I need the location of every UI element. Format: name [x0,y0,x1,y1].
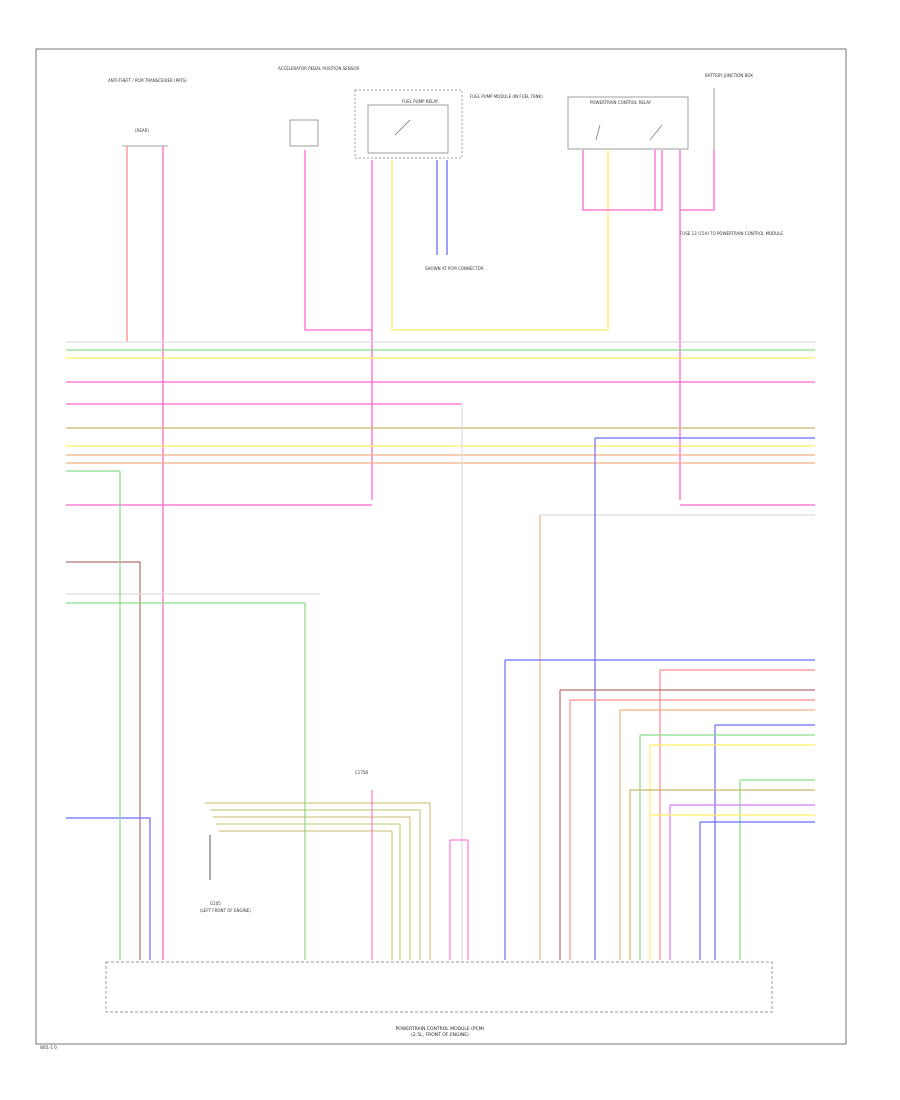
top-center-label: FUEL PUMP RELAY [402,99,439,104]
top-mid-label: ACCELERATOR PEDAL POSITION SENSOR [278,66,359,71]
battery-junction-box: BATTERY JUNCTION BOX [705,73,753,195]
diagram-frame [35,48,847,1045]
accelerator-sensor: ACCELERATOR PEDAL POSITION SENSOR [278,66,359,147]
top-far-right-label: BATTERY JUNCTION BOX [705,73,753,78]
right-feeds [119,404,815,960]
page-code: W01-1 0 [40,1045,57,1050]
top-wires [126,146,715,960]
ground-label: G105 [210,901,221,906]
top-right-label: POWERTRAIN CONTROL RELAY [590,100,652,105]
pcm-module-box [105,961,773,1013]
horizontal-bus [66,341,815,960]
ground-bundle [205,790,469,960]
top-left-label: ANTI-THEFT / PCM TRANSCEIVER (PATS) [108,78,187,83]
top-left-component: ANTI-THEFT / PCM TRANSCEIVER (PATS) (REA… [108,78,187,147]
pcm-title-2: (2.5L, FRONT OF ENGINE) [411,1032,469,1038]
wire-note-right: FUSE 13 (15A) TO POWERTRAIN CONTROL MODU… [680,231,783,236]
connector-label: C175B [355,770,368,775]
top-center-note: FUEL PUMP MODULE (IN FUEL TANK) [470,94,543,99]
pcm-title-1: POWERTRAIN CONTROL MODULE (PCM) [396,1026,485,1032]
ground-sub: (LEFT FRONT OF ENGINE) [200,908,251,913]
top-left-sub: (REAR) [135,128,149,133]
powertrain-control-relay: POWERTRAIN CONTROL RELAY [567,96,689,150]
splice-note: SHOWN AT PCM CONNECTOR [425,266,484,271]
fuel-pump-relay: FUEL PUMP RELAY FUEL PUMP MODULE (IN FUE… [354,89,543,159]
